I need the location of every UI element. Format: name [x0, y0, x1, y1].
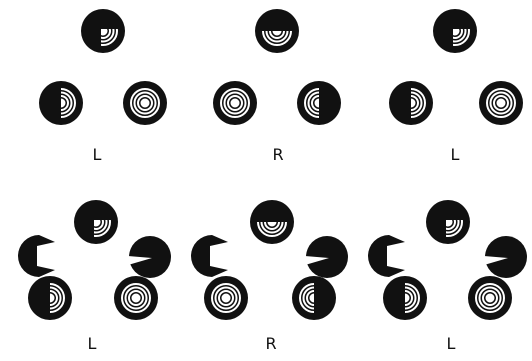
panel-label: R: [265, 334, 276, 353]
panel-label: L: [88, 334, 97, 353]
stimulus-left-disc: [389, 81, 433, 125]
stimulus-top-disc: [81, 9, 125, 53]
stimulus-right-disc: [468, 276, 512, 320]
bottom-panel-3: L: [368, 200, 527, 353]
stimulus-top-disc: [74, 200, 118, 244]
stimulus-top-disc: [433, 9, 477, 53]
stimulus-left-disc: [204, 276, 248, 320]
top-panel-3: L: [389, 9, 523, 164]
stimulus-left-notch: [18, 235, 55, 277]
panel-label: L: [451, 145, 460, 164]
bottom-panel-1: L: [18, 200, 171, 353]
stimulus-right-disc: [292, 276, 336, 320]
stimulus-right-wedge: [128, 236, 171, 278]
panel-label: L: [447, 334, 456, 353]
stimulus-top-disc: [250, 200, 294, 244]
stimulus-left-disc: [39, 81, 83, 125]
stimulus-left-disc: [28, 276, 72, 320]
stimulus-right-disc: [114, 276, 158, 320]
stimulus-left-notch: [368, 235, 405, 277]
stimulus-right-wedge: [305, 236, 348, 278]
top-panel-2: R: [213, 9, 341, 164]
panel-label: L: [93, 145, 102, 164]
stimulus-right-disc: [479, 81, 523, 125]
panel-label: R: [272, 145, 283, 164]
stimulus-right-disc: [123, 81, 167, 125]
stimulus-left-notch: [191, 235, 228, 277]
stimulus-right-wedge: [484, 236, 527, 278]
stimulus-left-disc: [383, 276, 427, 320]
top-panel-1: L: [39, 9, 167, 164]
stimulus-top-disc: [255, 9, 299, 53]
stimulus-top-disc: [426, 200, 470, 244]
stimulus-right-disc: [297, 81, 341, 125]
stimulus-left-disc: [213, 81, 257, 125]
bottom-panel-2: R: [191, 200, 348, 353]
